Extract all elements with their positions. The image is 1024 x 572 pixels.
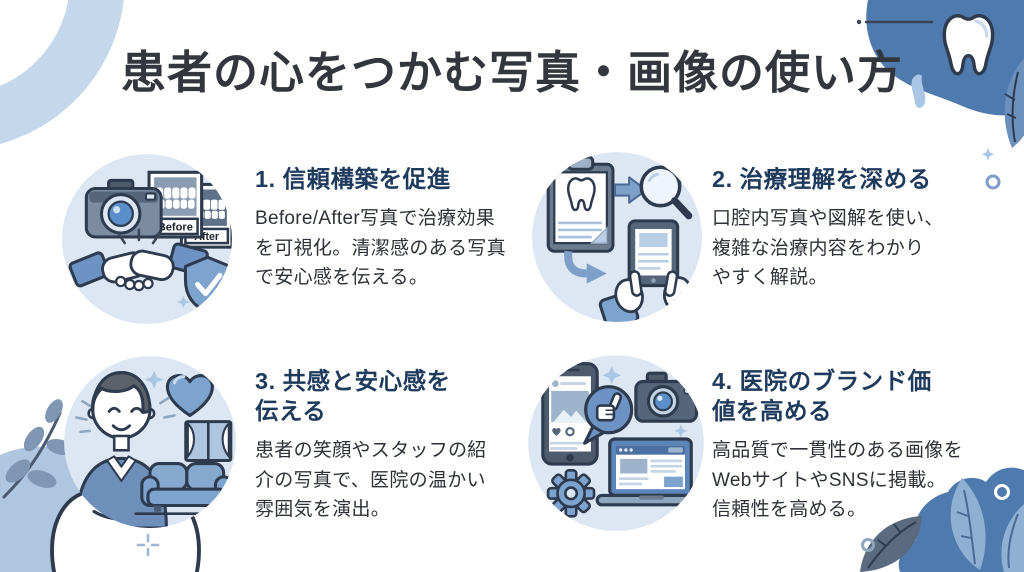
smartphone-sns-icon [541,362,599,466]
trust-illustration: After Before [62,154,232,324]
feature-2-text: 2. 治療理解を深める 口腔内写真や図解を使い、 複雑な治療内容をわかり やすく… [712,164,984,293]
branding-illustration [528,355,704,531]
feature-1-heading: 1. 信頼構築を促進 [255,166,451,192]
heart-icon [165,374,214,418]
thumbs-up-icon [583,385,634,445]
tooth-icon [942,14,995,76]
explanation-illustration [532,152,702,322]
clipboard-tooth-icon [546,155,615,253]
sparkle-icon [602,365,622,385]
leaf-icon [860,516,922,572]
leaf-icon [950,478,986,570]
ring-dot-decoration [861,538,875,552]
feature-3-text: 3. 共感と安心感を 伝える 患者の笑顔やスタッフの紹 介の写真で、医院の温かい… [255,366,517,525]
feature-1-body: Before/After写真で治療効果 を可視化。清潔感のある写真 で安心感を伝… [255,208,506,289]
arrow-curved-icon [564,250,607,284]
feature-4-body: 高品質で一貫性のある画像を WebサイトやSNSに掲載。 信頼性を高める。 [712,440,963,521]
after-label: After [194,231,219,243]
ring-dot-decoration [985,174,1001,190]
sparkle-icon [144,370,164,389]
smiling-person-icon [74,371,176,528]
feature-3-body: 患者の笑顔やスタッフの紹 介の写真で、医院の温かい 雰囲気を演出。 [255,440,487,521]
feature-2-heading: 2. 治療理解を深める [712,166,932,192]
bottom-right-decoration [860,467,1024,572]
camera-icon [84,178,163,239]
feature-2-body: 口腔内写真や図解を使い、 複雑な治療内容をわかり やすく解説。 [712,208,944,289]
before-label: Before [158,221,193,233]
small-tooth-icon [911,74,926,108]
magnifier-icon [639,165,693,220]
arrow-right-icon [613,176,648,204]
page-title: 患者の心をつかむ写真・画像の使い方 [120,47,903,98]
leaf-icon [1004,58,1024,148]
feature-1-text: 1. 信頼構築を促進 Before/After写真で治療効果 を可視化。清潔感の… [255,164,517,293]
dash-decoration [856,19,934,25]
window-icon [184,420,233,463]
sofa-icon [134,462,236,515]
feature-4-heading: 4. 医院のブランド価 値を高める [712,368,932,425]
laptop-website-icon [595,437,704,507]
sparkle-icon [674,424,688,438]
empathy-illustration [64,356,236,528]
sparkle-icon [177,295,190,309]
sparkle-icon [981,148,995,161]
leaf-icon [1001,504,1024,572]
top-right-decoration [856,0,1024,190]
ring-dot-decoration [994,484,1010,500]
feature-3-heading: 3. 共感と安心感を 伝える [255,368,451,425]
camera-icon [634,371,699,423]
feature-4-text: 4. 医院のブランド価 値を高める 高品質で一貫性のある画像を WebサイトやS… [712,366,988,525]
gear-icon [546,469,596,518]
sparkle-plus-decoration [136,533,160,557]
dot-decoration [908,61,918,71]
